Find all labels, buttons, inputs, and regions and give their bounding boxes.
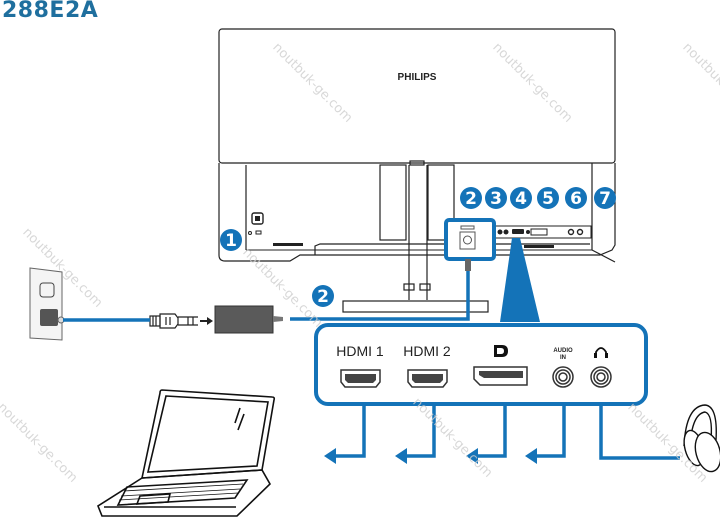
callout-6: 6: [565, 187, 587, 209]
callout-2: 2: [460, 187, 482, 209]
audio-in-label: AUDIO: [553, 348, 573, 354]
wall-outlet-icon: [29, 267, 65, 341]
hdmi2-line: [405, 404, 436, 458]
callout-1: 1: [220, 229, 242, 251]
callout-3: 3: [485, 187, 507, 209]
stand-mount-right: [427, 164, 455, 241]
hdmi1-port: [340, 369, 381, 388]
svg-text:2: 2: [317, 287, 329, 307]
headphone-icon: [594, 347, 608, 358]
headphone-line: [599, 404, 680, 460]
headphone-jack: [590, 366, 612, 388]
displayport-icon: [494, 345, 508, 357]
audio-in-arrow: [525, 448, 537, 464]
stand-base: [342, 300, 489, 313]
dc-plug: [465, 259, 471, 271]
hdmi2-arrow: [395, 448, 407, 464]
callout-4: 4: [510, 187, 532, 209]
svg-text:6: 6: [570, 189, 582, 209]
headphones-icon: [683, 404, 720, 473]
svg-text:2: 2: [465, 189, 477, 209]
laptop-keyboard: [118, 483, 244, 501]
monitor-lower-panel: [218, 163, 616, 262]
brand-logo: PHILIPS: [398, 72, 437, 83]
dc-power-input-icon: [459, 225, 476, 250]
connection-lines: [334, 404, 680, 460]
stand-mount-left: [379, 164, 407, 241]
adapter-callout-2: 2: [312, 285, 334, 307]
hdmi2-label: HDMI 2: [403, 343, 451, 359]
callout-7: 7: [594, 187, 616, 209]
svg-text:4: 4: [515, 189, 527, 209]
audio-in-jack: [552, 366, 574, 388]
svg-text:3: 3: [490, 189, 502, 209]
model-title: 288E2A: [2, 0, 99, 23]
vent: [273, 243, 303, 246]
callout-5: 5: [537, 187, 559, 209]
port-detail-panel: [314, 323, 648, 406]
hdmi1-arrow: [324, 448, 336, 464]
monitor-back: [218, 28, 616, 313]
callout-row: 2 3 4 5 6 7: [460, 187, 616, 209]
displayport-port: [473, 366, 528, 386]
port-strip: [494, 225, 592, 239]
dc-power-cable: [290, 271, 470, 321]
svg-text:7: 7: [599, 189, 611, 209]
power-plug-icon: [149, 313, 198, 329]
hdmi2-port: [407, 369, 448, 388]
detail-pointer: [500, 238, 540, 322]
svg-text:1: 1: [225, 231, 237, 251]
kensington-lock-icon: [248, 212, 264, 235]
dp-line: [476, 404, 507, 458]
laptop-icon: [97, 389, 276, 517]
hdmi1-line: [334, 404, 366, 458]
dp-arrow: [466, 448, 478, 464]
audio-in-line: [535, 404, 566, 458]
audio-in-label-2: IN: [560, 355, 566, 361]
monitor-upper-panel: [218, 28, 616, 164]
hdmi1-label: HDMI 1: [336, 343, 384, 359]
svg-text:5: 5: [542, 189, 554, 209]
power-adapter-icon: [214, 305, 283, 334]
vent: [524, 245, 554, 248]
